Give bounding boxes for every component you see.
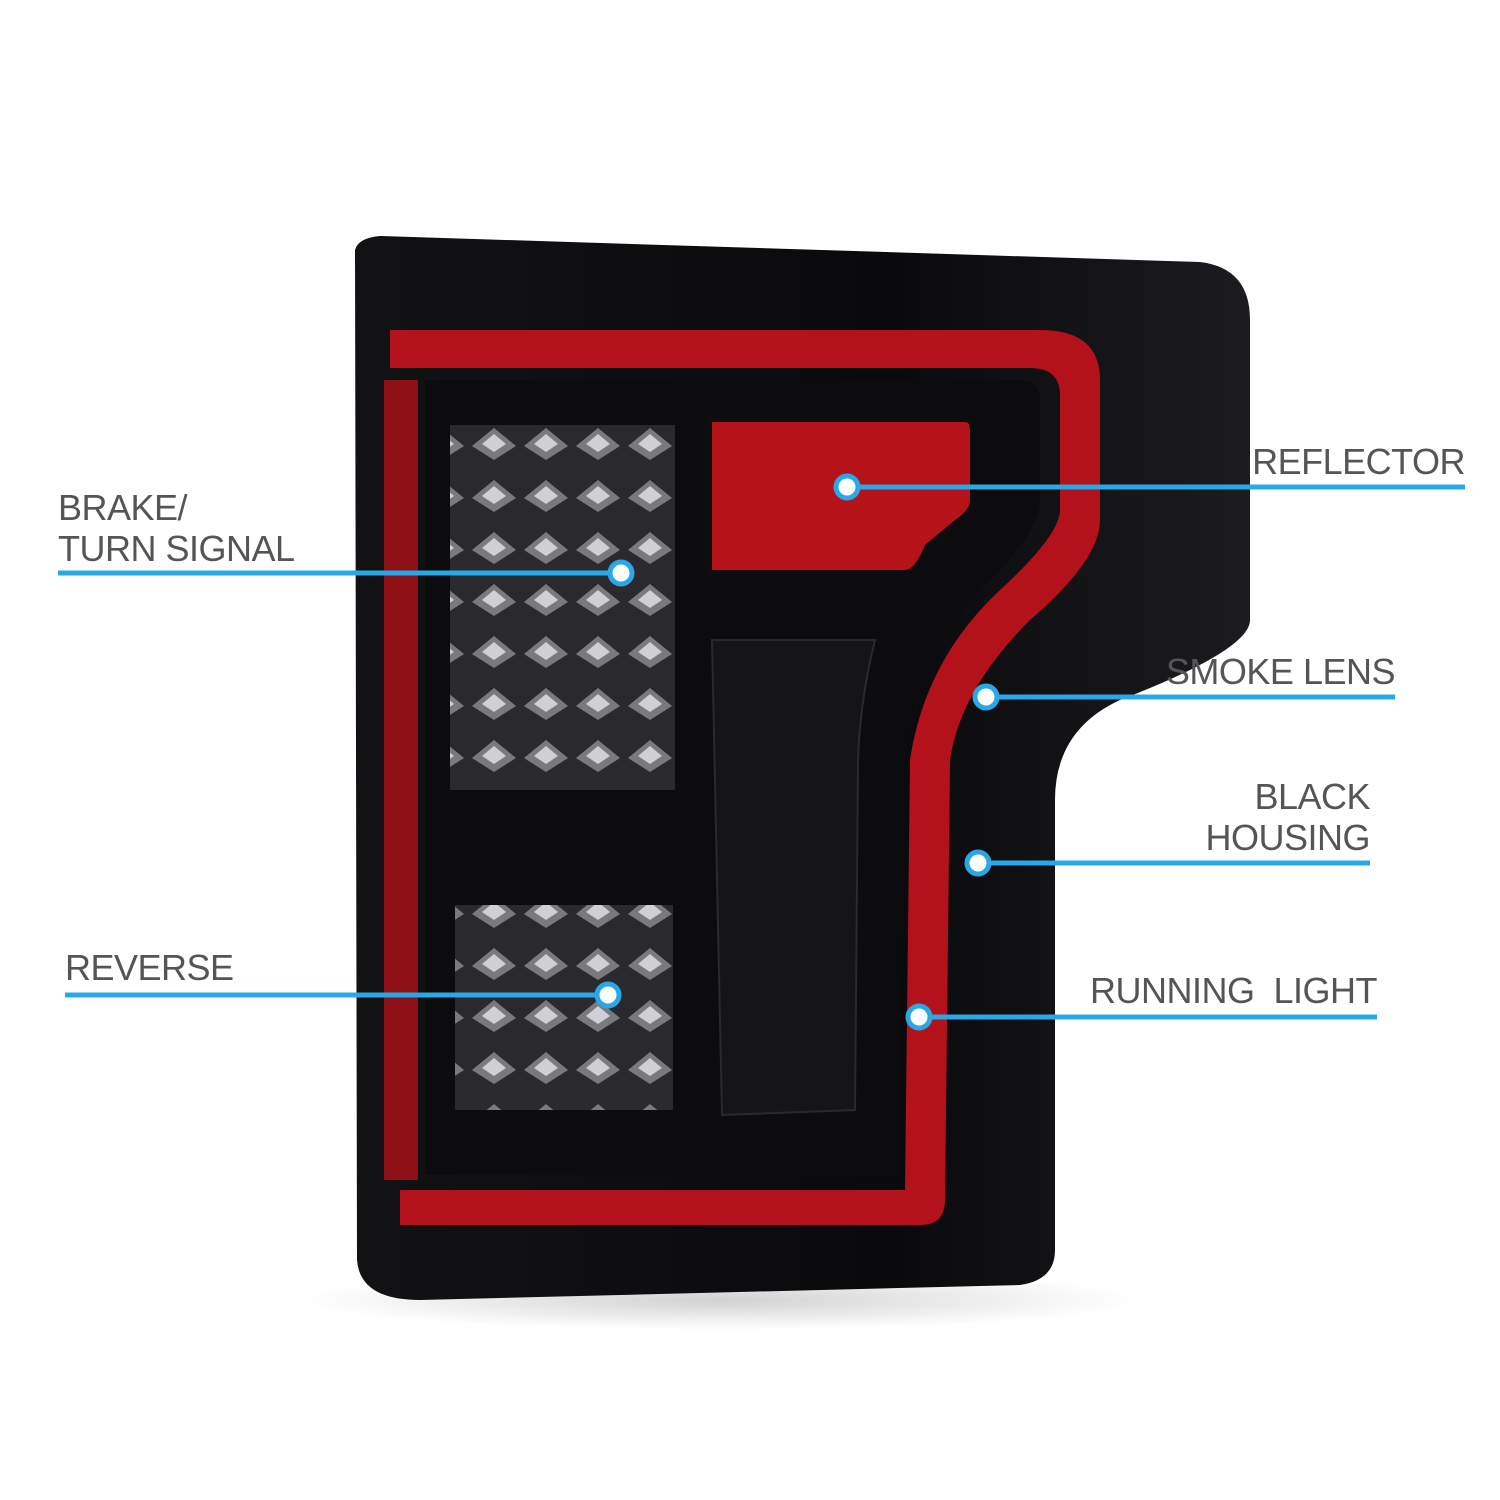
callout-running-light: RUNNING LIGHT	[1089, 970, 1378, 1011]
side-reflector	[384, 380, 418, 1180]
reverse-led-array	[455, 905, 673, 1110]
callout-brake-turn: BRAKE/ TURN SIGNAL	[58, 487, 295, 569]
callout-black-line1: BLACK	[1254, 776, 1370, 817]
brake-turn-led-array	[450, 425, 675, 790]
callout-lines	[58, 473, 1465, 1031]
callout-reflector: REFLECTOR	[1252, 441, 1465, 482]
running-light-bar	[390, 330, 1100, 1225]
callout-black-line2: HOUSING	[1205, 817, 1370, 858]
callout-black-housing: BLACK HOUSING	[1205, 776, 1370, 858]
callout-brake-line1: BRAKE/	[58, 487, 188, 528]
callout-smoke-lens: SMOKE LENS	[1165, 651, 1396, 692]
callout-reverse: REVERSE	[65, 947, 234, 988]
center-panel	[710, 639, 877, 1117]
callout-brake-line2: TURN SIGNAL	[58, 528, 295, 569]
